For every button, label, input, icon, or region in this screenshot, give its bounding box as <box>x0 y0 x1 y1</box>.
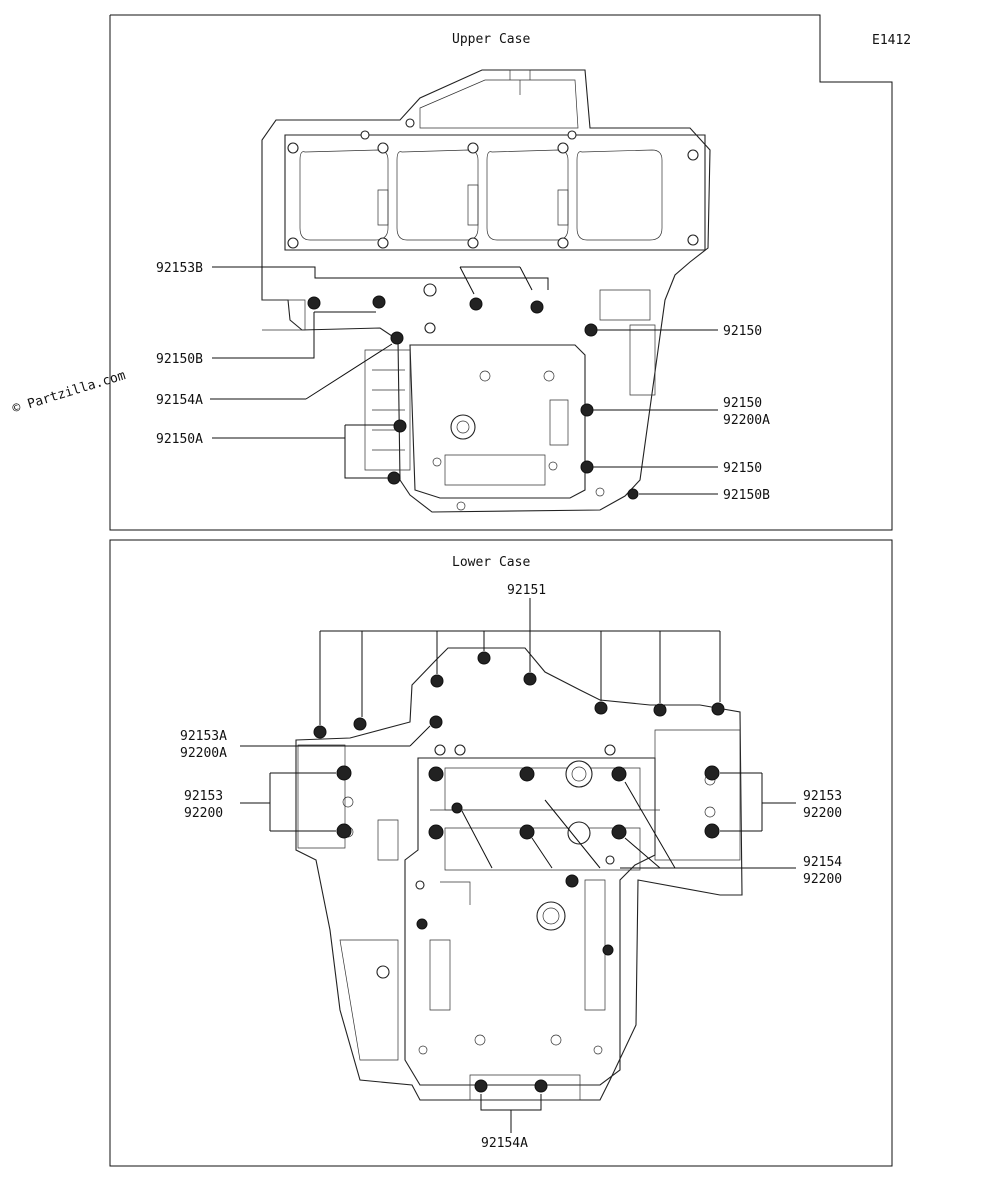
upper-case-panel: Upper Case <box>109 14 893 531</box>
label-92200A: 92200A <box>180 746 227 761</box>
label-92153-right: 92153 <box>803 789 842 804</box>
label-92200-mid: 92200 <box>803 872 842 887</box>
label-92150-mid: 92150 <box>723 396 762 411</box>
label-92150B-right: 92150B <box>723 488 770 503</box>
label-92200A: 92200A <box>723 413 770 428</box>
label-92154A: 92154A <box>481 1136 528 1151</box>
label-92154A: 92154A <box>156 393 203 408</box>
label-92151: 92151 <box>507 583 546 598</box>
label-92153-left: 92153 <box>184 789 223 804</box>
label-92150-low: 92150 <box>723 461 762 476</box>
upper-labels: 92153B 92150B 92154A 92150A 92150 92150 … <box>156 261 770 503</box>
label-92153B: 92153B <box>156 261 203 276</box>
label-92150-top: 92150 <box>723 324 762 339</box>
label-92154: 92154 <box>803 855 842 870</box>
upper-case-title: Upper Case <box>452 32 530 47</box>
label-92153A: 92153A <box>180 729 227 744</box>
lower-case-title: Lower Case <box>452 555 530 570</box>
label-92150B-left: 92150B <box>156 352 203 367</box>
upper-leader-lines <box>210 266 718 495</box>
lower-labels: 92151 92153A 92200A 92153 92200 92153 92… <box>180 583 842 1151</box>
label-92200-left: 92200 <box>184 806 223 821</box>
lower-case-panel: Lower Case <box>109 539 893 1167</box>
label-92150A: 92150A <box>156 432 203 447</box>
label-92200-right: 92200 <box>803 806 842 821</box>
upper-crankcase-drawing <box>261 69 711 513</box>
figure-code: E1412 <box>872 33 911 48</box>
lower-panel-frame <box>109 539 893 1167</box>
lower-crankcase-drawing <box>295 647 743 1101</box>
lower-leader-lines <box>240 598 796 1133</box>
upper-panel-frame <box>109 14 893 531</box>
